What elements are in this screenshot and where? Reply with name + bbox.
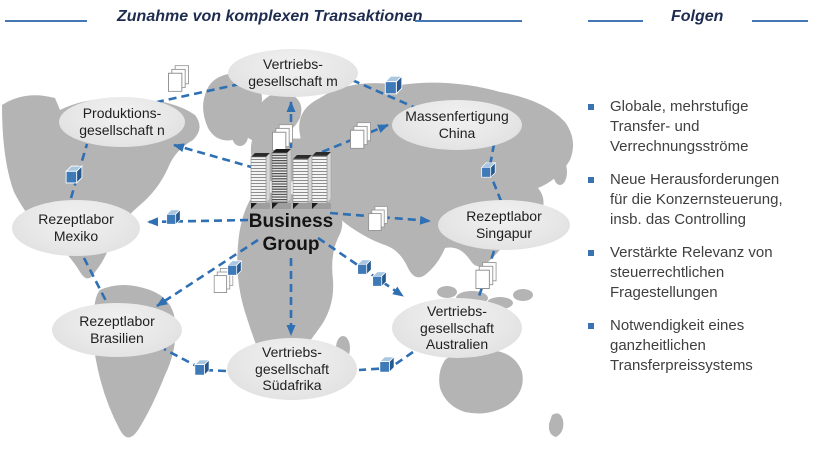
- goods-cube-icon: [382, 74, 404, 96]
- map-indonesia-4: [513, 289, 533, 301]
- map-africa: [237, 192, 343, 375]
- node-rezeptlabor-mexiko: Rezeptlabor Mexiko: [12, 200, 140, 256]
- map-uk: [232, 126, 248, 146]
- link-center-to-brasilien: [156, 238, 259, 308]
- right-section-title: Folgen: [671, 8, 724, 25]
- link-mexiko-brasilien: [82, 257, 108, 302]
- map-indonesia-1: [437, 286, 457, 298]
- goods-cube-icon: [164, 208, 182, 226]
- node-massenfertigung-china: Massenfertigung China: [392, 100, 522, 150]
- node-vertriebsgesellschaft-suedafrika: Vertriebs- gesellschaft Südafrika: [227, 338, 357, 400]
- left-section-title: Zunahme von komplexen Transaktionen: [117, 8, 423, 25]
- document-stack-icon: [475, 262, 497, 289]
- headquarters-buildings-icon: [250, 148, 332, 209]
- node-rezeptlabor-singapur: Rezeptlabor Singapur: [438, 200, 570, 250]
- goods-cube-icon: [192, 358, 211, 377]
- header-rule-right-2: [752, 20, 808, 22]
- link-m-produktions: [156, 82, 241, 104]
- document-stack-icon: [168, 65, 189, 92]
- goods-cube-icon: [63, 164, 84, 185]
- document-stack-icon: [368, 206, 388, 231]
- node-vertriebsgesellschaft-australien: Vertriebs- gesellschaft Australien: [392, 298, 522, 358]
- folgen-item: Notwendigkeit eines ganzheitlichen Trans…: [586, 316, 812, 376]
- folgen-item: Neue Herausforderungen für die Konzernst…: [586, 170, 812, 230]
- business-group-label: Business Group: [248, 211, 334, 255]
- link-center-to-produktions-n: [173, 143, 256, 170]
- map-japan: [553, 159, 567, 185]
- node-rezeptlabor-brasilien: Rezeptlabor Brasilien: [52, 303, 182, 357]
- link-suedafrika-brasilien: [163, 347, 227, 373]
- folgen-item: Globale, mehrstufige Transfer- und Verre…: [586, 97, 812, 157]
- goods-cube-icon: [370, 270, 388, 288]
- map-new-zealand: [548, 413, 564, 437]
- header-rule-left-2: [415, 20, 522, 22]
- document-stack-icon: [350, 122, 371, 149]
- folgen-item: Verstärkte Relevanz von steuerrechtliche…: [586, 243, 812, 303]
- goods-cube-icon: [377, 355, 396, 374]
- node-produktionsgesellschaft-n: Produktions- gesellschaft n: [59, 97, 185, 147]
- link-center-to-australien: [317, 236, 404, 298]
- goods-cube-icon: [225, 259, 243, 277]
- link-m-china: [351, 78, 417, 110]
- header-rule-left-1: [5, 20, 87, 22]
- map-australia: [439, 348, 523, 414]
- node-vertriebsgesellschaft-m: Vertriebs- gesellschaft m: [228, 49, 358, 97]
- folgen-bullet-list: Globale, mehrstufige Transfer- und Verre…: [586, 97, 812, 389]
- goods-cube-icon: [479, 161, 497, 179]
- link-center-to-mexiko: [147, 217, 249, 227]
- link-center-to-singapur: [329, 211, 431, 225]
- link-center-to-china: [321, 123, 389, 154]
- header-rule-right-1: [588, 20, 643, 22]
